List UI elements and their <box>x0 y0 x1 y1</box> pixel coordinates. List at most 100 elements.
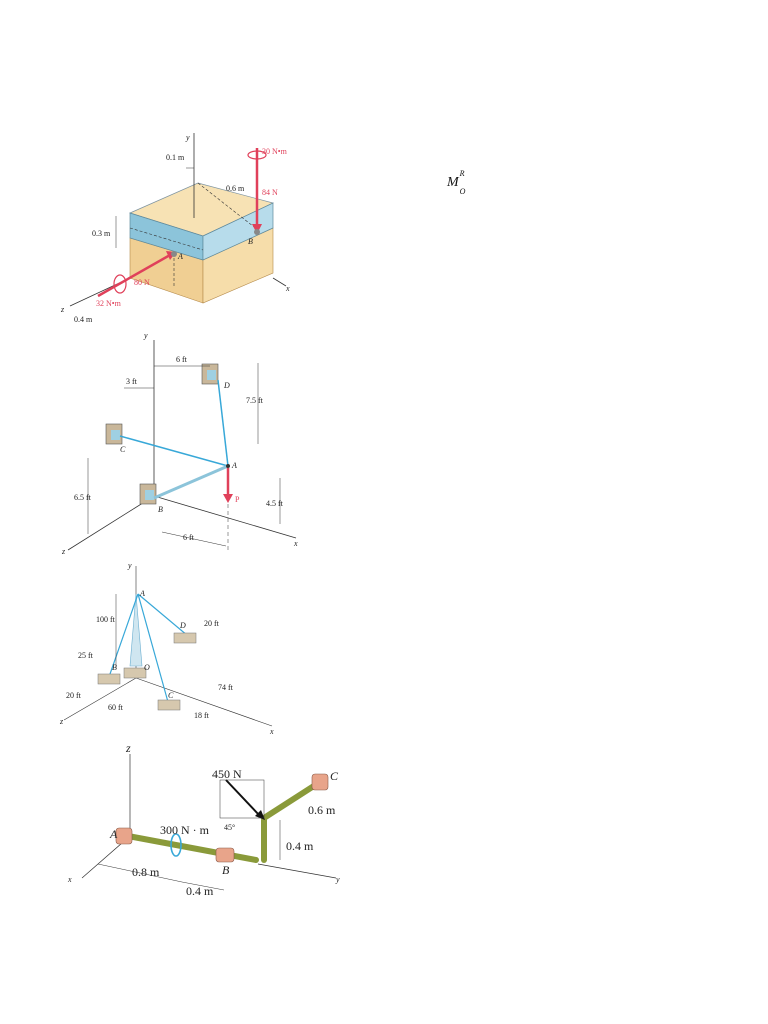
support-b-plate <box>145 490 154 500</box>
dim-6ft-bottom-line <box>161 531 227 547</box>
force-box <box>219 779 265 819</box>
axis-y-label: y <box>143 331 148 340</box>
moment-32nm-arc <box>113 274 127 294</box>
figure-cables-svg: y x z P D C A B 6 ft 3 ft 7.5 ft 6.5 ft … <box>61 331 298 556</box>
force-80n-label: 80 N <box>134 278 150 287</box>
cable-ab <box>109 593 139 675</box>
dim-0-4m-bottom: 0.4 m <box>186 884 214 898</box>
dim-74ft: 74 ft <box>218 683 234 692</box>
axis-y-label: y <box>335 875 340 884</box>
support-c <box>311 773 329 791</box>
symbol-main: M <box>447 174 459 190</box>
dim-25ft: 25 ft <box>78 651 94 660</box>
axis-x-label: x <box>269 727 274 736</box>
dim-6-5ft: 6.5 ft <box>74 493 92 502</box>
point-c-label: C <box>168 691 174 700</box>
point-a-label: A <box>177 252 183 261</box>
symbol-superscript: R <box>459 169 465 178</box>
axis-y-line <box>257 863 337 879</box>
support-c-plate <box>111 430 120 440</box>
dim-100ft: 100 ft <box>96 615 116 624</box>
dim-60ft: 60 ft <box>108 703 124 712</box>
force-p-head <box>223 494 233 503</box>
anchor-b <box>97 673 121 685</box>
symbol-subscript: O <box>459 186 466 196</box>
support-d-plate <box>207 370 216 380</box>
point-b-label: B <box>248 237 253 246</box>
axis-z-line <box>67 495 155 551</box>
axis-z-label: z <box>59 717 64 726</box>
axis-x-line <box>272 277 287 287</box>
dim-7-5ft: 7.5 ft <box>246 396 264 405</box>
dim-6ft-top: 6 ft <box>176 355 188 364</box>
figure-block-plate-svg: y x z 0.1 m 0.6 m 0.3 m 0.4 m 30 N•m 84 … <box>60 133 290 324</box>
dim-0-6m: 0.6 m <box>226 184 245 193</box>
cable-ad <box>137 593 189 637</box>
force-84n-label: 84 N <box>262 188 278 197</box>
figure-tower: y x z A D B O C 100 ft 20 ft 25 ft 20 ft… <box>58 558 288 738</box>
point-a-label: A <box>109 827 118 841</box>
point-c-label: C <box>330 769 339 783</box>
dim-0-4m-right: 0.4 m <box>286 839 314 853</box>
figure-cables-pdf: y x z P D C A B 6 ft 3 ft 7.5 ft 6.5 ft … <box>58 328 308 556</box>
anchor-d <box>173 632 197 644</box>
dim-0-6m: 0.6 m <box>308 803 336 817</box>
force-80n-arrow <box>97 253 171 298</box>
dim-6ft-bottom: 6 ft <box>183 533 195 542</box>
cable-ad <box>217 379 229 467</box>
point-d-label: D <box>223 381 230 390</box>
cable-ac <box>137 593 169 703</box>
support-a <box>115 827 133 845</box>
dim-0-4m: 0.4 m <box>74 315 93 324</box>
axis-y-label: y <box>185 133 190 142</box>
dim-20ft-b: 20 ft <box>66 691 82 700</box>
dim-18ft: 18 ft <box>194 711 210 720</box>
point-a-label: A <box>139 589 145 598</box>
figure-block-plate: y x z 0.1 m 0.6 m 0.3 m 0.4 m 30 N•m 84 … <box>58 128 308 326</box>
point-d-label: D <box>179 621 186 630</box>
point-a-dot <box>171 251 177 257</box>
point-c-label: C <box>120 445 126 454</box>
moment-300nm-label: 300 N · m <box>160 823 210 837</box>
moment-30nm-arc <box>247 150 267 160</box>
axis-z-label: z <box>60 305 65 314</box>
axis-x-label: x <box>293 539 298 548</box>
plate-side <box>202 202 274 261</box>
axis-x-label: x <box>285 284 290 293</box>
pipe-segment-c <box>261 779 323 821</box>
figure-pipe-svg: z x y 450 N 45° 300 N · m A B C 0.6 m 0.… <box>67 741 340 898</box>
dim-0-3m: 0.3 m <box>92 229 111 238</box>
dashed-line-top <box>197 182 259 231</box>
figure-tower-svg: y x z A D B O C 100 ft 20 ft 25 ft 20 ft… <box>59 561 274 736</box>
moment-30nm-label: 30 N•m <box>262 147 288 156</box>
dim-0-1m: 0.1 m <box>166 153 185 162</box>
cable-ac <box>119 435 229 467</box>
tower-body <box>129 593 143 667</box>
axis-x-line <box>135 677 273 727</box>
point-a-label: A <box>231 461 237 470</box>
dim-0-4m-bottom-line <box>181 881 225 891</box>
axis-z-label: z <box>61 547 66 556</box>
dim-20ft-d: 20 ft <box>204 619 220 628</box>
support-b <box>215 847 235 863</box>
axis-x-label: x <box>67 875 72 884</box>
moment-300nm-arc <box>170 833 182 857</box>
pipe-segment-ab <box>125 833 259 863</box>
axis-z-label: z <box>125 741 131 755</box>
point-a-dot <box>226 464 230 468</box>
axis-z-line <box>63 677 137 721</box>
dashed-line-front <box>129 227 204 251</box>
point-b-label: B <box>222 863 230 877</box>
anchor-c <box>157 699 181 711</box>
dim-4-5ft: 4.5 ft <box>266 499 284 508</box>
anchor-o <box>123 667 147 679</box>
point-b-dot <box>254 229 260 235</box>
axis-y-label: y <box>127 561 132 570</box>
force-450n-label: 450 N <box>212 767 242 781</box>
figure-pipe: z x y 450 N 45° 300 N · m A B C 0.6 m 0.… <box>58 740 368 900</box>
axis-x-line <box>153 495 297 539</box>
point-b-label: B <box>112 663 117 672</box>
dim-3ft: 3 ft <box>126 377 138 386</box>
angle-45-label: 45° <box>224 823 235 832</box>
